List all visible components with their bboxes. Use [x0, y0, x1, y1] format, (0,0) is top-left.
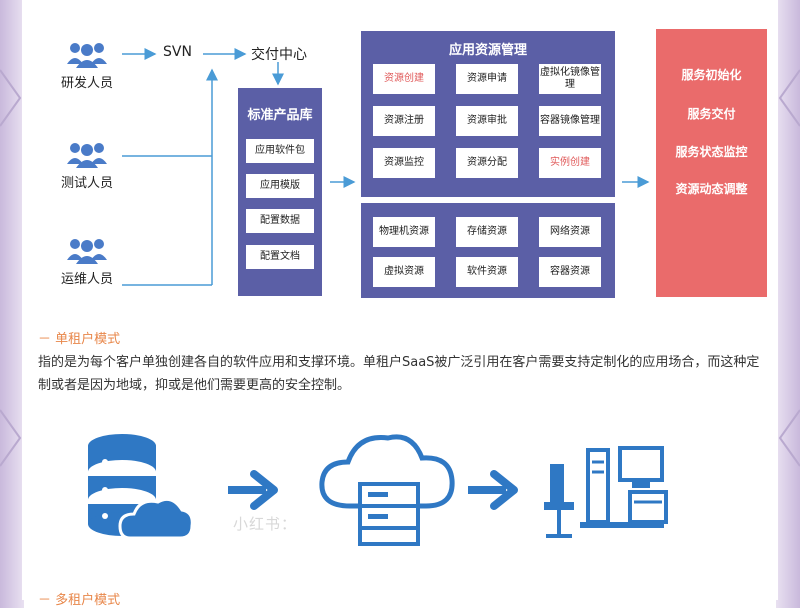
person-ops: 运维人员 [52, 236, 122, 287]
person-developer: 研发人员 [52, 40, 122, 91]
svn-label: SVN [163, 44, 192, 60]
person-label: 测试人员 [60, 176, 113, 191]
person-label: 运维人员 [60, 272, 113, 287]
mgmt-cell: 资源注册 [373, 106, 435, 136]
people-group-icon [67, 43, 107, 68]
library-item: 应用软件包 [246, 139, 314, 163]
watermark: 小红书： [233, 515, 298, 533]
mgmt-cell: 资源分配 [456, 148, 518, 178]
single-tenant-title: － 单租户模式 [38, 332, 121, 347]
cloud-server-icon [319, 434, 455, 546]
app-resource-management: 应用资源管理 资源创建 资源申请 虚拟化镜像管理 资源注册 资源审批 容器镜像管… [361, 31, 615, 197]
multi-tenant-title: － 多租户模式 [38, 593, 121, 608]
mgmt-cell: 资源监控 [373, 148, 435, 178]
service-item: 服务交付 [687, 107, 736, 121]
flow-connectors [122, 48, 650, 286]
mgmt-cell: 虚拟化镜像管理 [539, 64, 601, 94]
people-group-icon [67, 239, 107, 264]
arrow-right-icon [228, 470, 278, 510]
mgmt-cell: 容器镜像管理 [539, 106, 601, 136]
standard-product-library: 标准产品库 应用软件包 应用模版 配置数据 配置文档 [238, 88, 322, 296]
resource-cell: 存储资源 [456, 217, 518, 247]
library-item: 配置文档 [246, 245, 314, 269]
right-decoration [778, 69, 800, 467]
library-item: 应用模版 [246, 174, 314, 198]
resource-cell: 网络资源 [539, 217, 601, 247]
computer-workstation-icon [544, 446, 668, 538]
resource-cell: 软件资源 [456, 257, 518, 287]
person-tester: 测试人员 [52, 140, 122, 191]
resource-cell: 虚拟资源 [373, 257, 435, 287]
service-panel: 服务初始化 服务交付 服务状态监控 资源动态调整 [656, 29, 767, 297]
library-item: 配置数据 [246, 209, 314, 233]
mgmt-cell: 资源申请 [456, 64, 518, 94]
arrow-right-icon [468, 470, 518, 510]
tenant-illustration [88, 434, 668, 546]
resource-cell: 物理机资源 [373, 217, 435, 247]
mgmt-cell: 实例创建 [539, 148, 601, 178]
person-label: 研发人员 [60, 76, 113, 91]
library-title: 标准产品库 [247, 108, 313, 123]
management-title: 应用资源管理 [448, 43, 527, 58]
resource-cell: 容器资源 [539, 257, 601, 287]
resource-pool: 物理机资源 存储资源 网络资源 虚拟资源 软件资源 容器资源 [361, 203, 615, 298]
database-cloud-icon [88, 434, 194, 540]
people-group-icon [67, 143, 107, 168]
service-item: 服务初始化 [681, 68, 742, 82]
mgmt-cell: 资源创建 [373, 64, 435, 94]
left-decoration [0, 69, 22, 467]
delivery-center-label: 交付中心 [251, 47, 307, 63]
mgmt-cell: 资源审批 [456, 106, 518, 136]
service-item: 资源动态调整 [675, 182, 748, 196]
single-tenant-description: 指的是为每个客户单独创建各自的软件应用和支撑环境。单租户SaaS被广泛引用在客户… [38, 355, 760, 393]
service-item: 服务状态监控 [675, 145, 748, 159]
